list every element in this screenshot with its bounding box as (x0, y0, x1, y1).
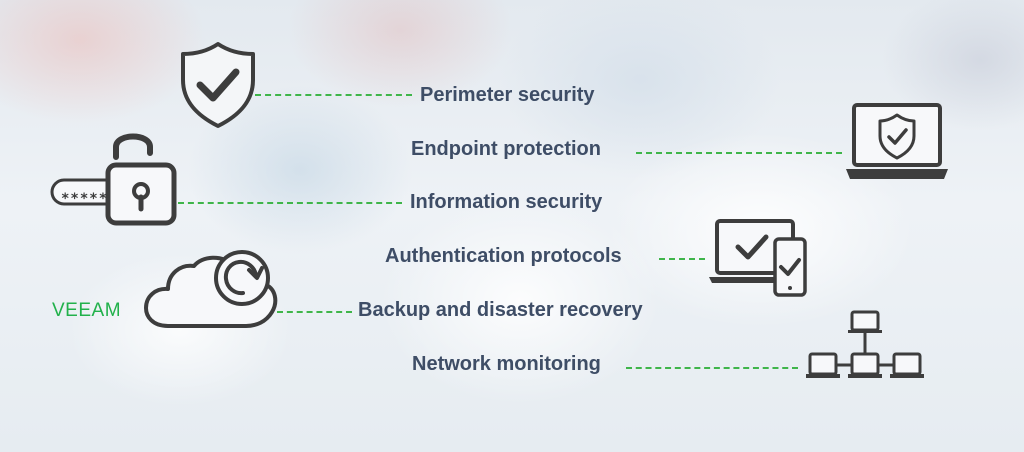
label-information-security: Information security (410, 191, 603, 213)
network-topology-icon (806, 310, 924, 378)
connector-network (626, 367, 798, 369)
label-authentication-protocols: Authentication protocols (385, 245, 622, 267)
label-endpoint-protection: Endpoint protection (411, 138, 601, 160)
label-perimeter-security: Perimeter security (420, 84, 595, 106)
padlock-password-icon (50, 133, 177, 226)
shield-check-icon (181, 42, 255, 128)
password-mask: ***** (61, 191, 109, 207)
cloud-backup-icon (144, 250, 278, 328)
connector-authentication (659, 258, 705, 260)
connector-backup (277, 311, 352, 313)
connector-perimeter (255, 94, 412, 96)
label-backup-disaster-recovery: Backup and disaster recovery (358, 299, 643, 321)
laptop-phone-check-icon (709, 219, 807, 297)
laptop-shield-icon (846, 103, 948, 179)
connector-information (178, 202, 402, 204)
veeam-logo: VEEAM (52, 300, 122, 321)
label-network-monitoring: Network monitoring (412, 353, 601, 375)
connector-endpoint (636, 152, 842, 154)
